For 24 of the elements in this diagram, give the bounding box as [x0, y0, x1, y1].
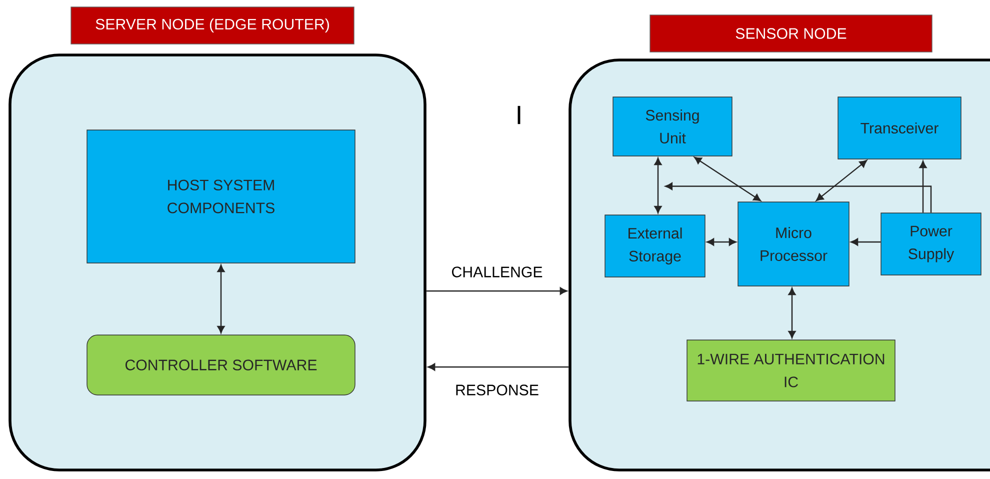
component-box: Micro Processor [738, 202, 850, 286]
arrow [816, 160, 868, 202]
arrow [428, 363, 569, 371]
arrow [217, 264, 225, 334]
component-box: HOST SYSTEM COMPONENTS [86, 130, 356, 264]
arrow [919, 160, 927, 213]
arrow [654, 158, 662, 214]
edge-label: RESPONSE [453, 382, 541, 398]
arrow [426, 287, 568, 295]
arrow [706, 238, 736, 246]
arrow [694, 156, 761, 202]
arrow [850, 238, 881, 246]
arrow [788, 288, 796, 338]
component-box: Transceiver [838, 96, 962, 160]
text-label: I [518, 106, 520, 124]
arrow [665, 182, 932, 213]
edge-label: CHALLENGE [449, 264, 545, 280]
component-box: Power Supply [880, 212, 982, 276]
component-box: Sensing Unit [612, 96, 732, 156]
component-box: External Storage [604, 214, 706, 278]
component-box: 1-WIRE AUTHENTICATION IC [686, 340, 896, 402]
title-band: SERVER NODE (EDGE ROUTER) [70, 6, 354, 44]
title-band: SENSOR NODE [650, 14, 932, 52]
component-box: CONTROLLER SOFTWARE [86, 334, 356, 396]
